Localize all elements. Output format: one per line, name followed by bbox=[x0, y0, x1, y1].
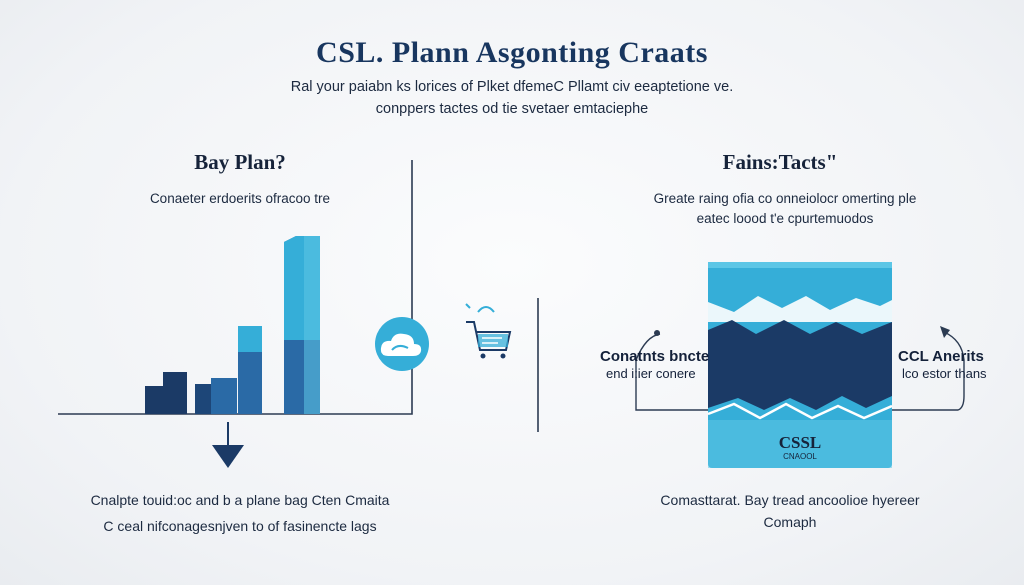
right-connector-arrow bbox=[940, 326, 950, 338]
right-label-sub: lco estor thans bbox=[902, 366, 987, 381]
page-title: CSL. Plann Asgonting Craats bbox=[316, 36, 708, 69]
right-connector-line bbox=[892, 331, 965, 411]
cart-icon bbox=[465, 303, 512, 359]
left-panel-footer-line-1: Cnalpte touid:oc and b a plane bag Cten … bbox=[90, 492, 390, 508]
container-logo: CSSL bbox=[778, 433, 822, 452]
container-logo-sub: CNAOOL bbox=[783, 452, 817, 461]
container-graphic bbox=[707, 262, 893, 468]
cloud-icon bbox=[375, 317, 429, 371]
right-panel-footer-line-1: Comasttarat. Bay tread ancoolioe hyereer bbox=[660, 492, 920, 508]
page-subtitle-line-1: Ral your paiabn ks lorices of Plket dfem… bbox=[290, 79, 734, 95]
left-label-title: Conatnts bncte bbox=[600, 348, 710, 365]
bar-6-highlight bbox=[304, 236, 320, 414]
down-arrow-icon bbox=[212, 422, 244, 468]
right-panel-heading: Fains:Tacts" bbox=[722, 150, 838, 174]
right-panel-description-line-1: Greate raing ofia co onneiolocr omerting… bbox=[653, 191, 917, 206]
bar-group bbox=[145, 236, 320, 414]
bar-3 bbox=[195, 384, 211, 414]
left-panel-description: Conaeter erdoerits ofracoo tre bbox=[149, 191, 331, 206]
left-panel-footer-line-2: C ceal nifconagesnjven to of fasinencte … bbox=[103, 518, 377, 534]
left-axis-line bbox=[58, 160, 413, 415]
bar-2 bbox=[163, 372, 187, 414]
right-label-title: CCL Anerits bbox=[898, 348, 984, 365]
bar-5-cap bbox=[238, 326, 262, 352]
bar-4 bbox=[211, 378, 237, 414]
left-connector-dot bbox=[654, 330, 660, 336]
page-subtitle-line-2: conppers tactes od tie svetaer emtacieph… bbox=[375, 101, 649, 117]
right-panel-footer-line-2: Comaph bbox=[763, 514, 817, 530]
left-panel-heading: Bay Plan? bbox=[194, 150, 286, 174]
right-panel-description-line-2: eatec loood t'e cpurtemuodos bbox=[696, 211, 874, 226]
left-label-sub: end i:ier conere bbox=[606, 366, 696, 381]
bar-1 bbox=[145, 386, 163, 414]
